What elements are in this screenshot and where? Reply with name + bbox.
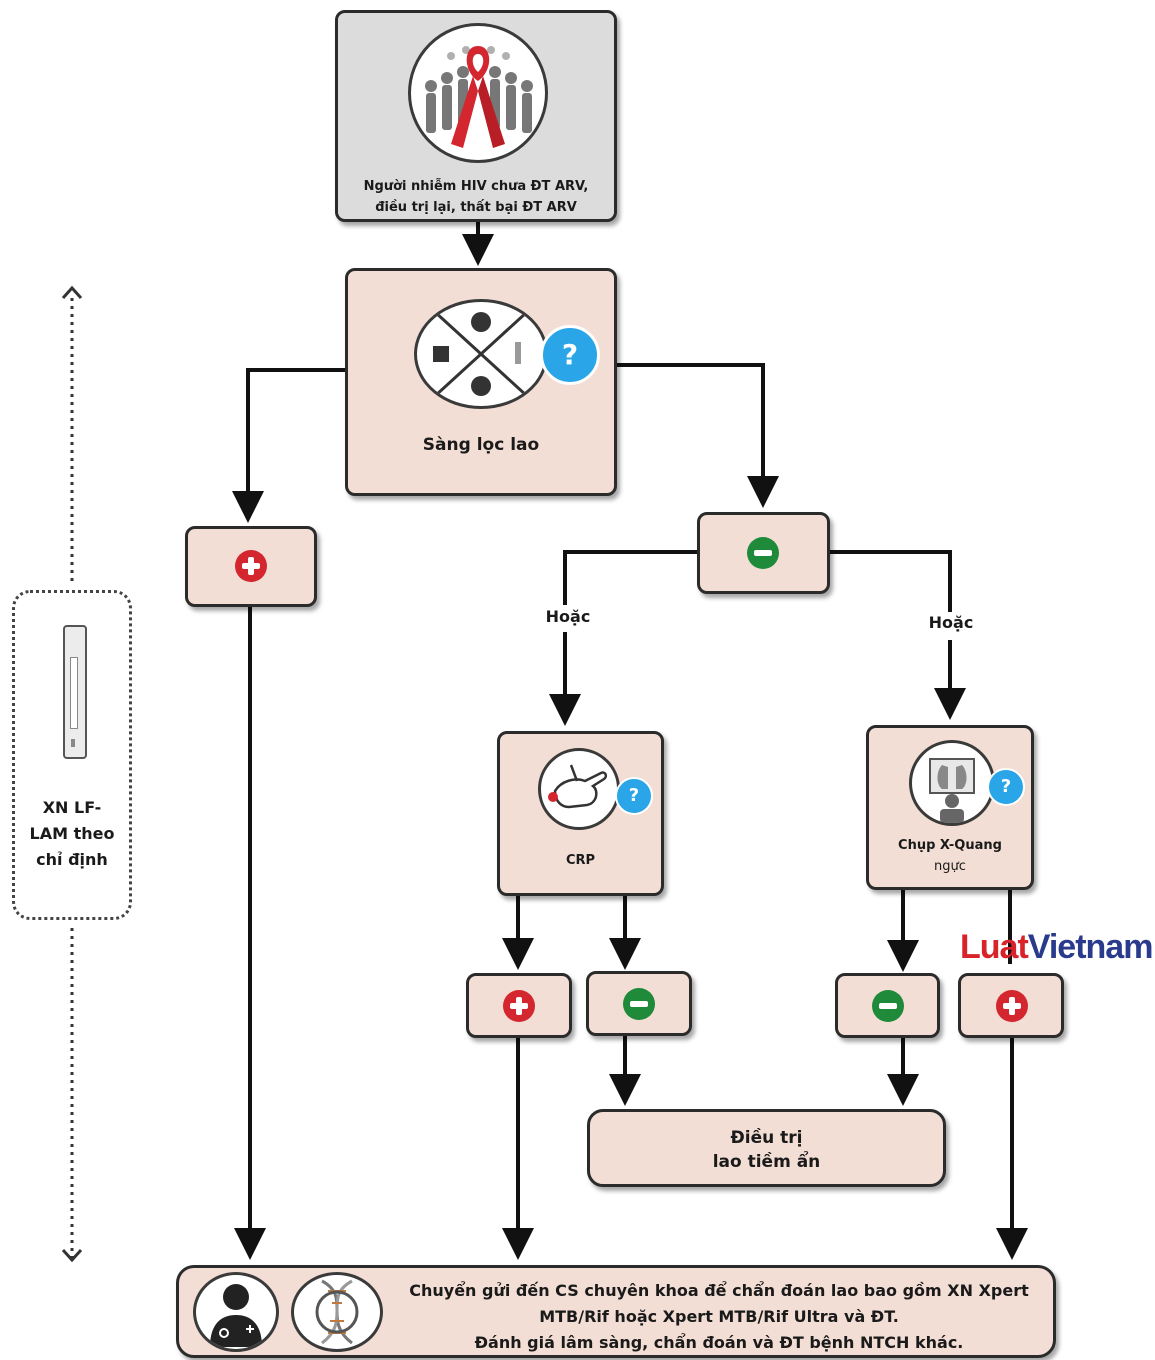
negative-icon [747,537,779,569]
crp-box: ? CRP [497,731,664,896]
referral-line2: MTB/Rif hoặc Xpert MTB/Rif Ultra và ĐT. [539,1307,899,1326]
screening-box: ? Sàng lọc lao [345,268,617,496]
crp-label: CRP [565,853,596,868]
positive-icon [996,990,1028,1022]
xray-positive-box [958,973,1064,1038]
xray-label-line2: ngực [934,859,966,874]
screening-label: Sàng lọc lao [422,435,540,455]
referral-line1: Chuyển gửi đến CS chuyên khoa để chẩn đo… [409,1281,1029,1300]
watermark-part1: Luat [960,928,1029,966]
lf-lam-test-strip-icon [63,625,87,759]
or-label-right: Hoặc [916,613,986,632]
watermark-part2: Vietnam [1027,928,1154,966]
lf-lam-line2: LAM theo [29,824,115,843]
lf-lam-line3: chỉ định [36,850,108,869]
start-box-line2: điều trị lại, thất bại ĐT ARV [375,200,577,215]
dna-icon [291,1272,383,1352]
xray-question-icon: ? [987,768,1025,806]
lf-lam-line1: XN LF- [42,798,102,817]
referral-box: Chuyển gửi đến CS chuyên khoa để chẩn đo… [176,1265,1056,1358]
screening-positive-box [185,526,317,607]
doctor-icon [193,1272,279,1352]
positive-icon [503,990,535,1022]
crp-positive-box [466,973,572,1038]
positive-icon [235,550,267,582]
latent-tb-line1: Điều trị [730,1128,803,1148]
crp-negative-box [586,971,692,1036]
screening-question-icon: ? [540,325,600,385]
negative-icon [623,988,655,1020]
lf-lam-box: XN LF- LAM theo chỉ định [12,590,132,920]
latent-tb-box: Điều trị lao tiềm ẩn [587,1109,946,1187]
crp-question-icon: ? [615,777,653,815]
screening-negative-box [697,512,830,594]
start-box-line1: Người nhiễm HIV chưa ĐT ARV, [363,179,589,194]
xray-negative-box [835,973,940,1038]
chest-xray-icon [909,740,995,826]
finger-prick-icon [538,748,620,830]
latent-tb-line2: lao tiềm ẩn [712,1152,821,1172]
start-box: Người nhiễm HIV chưa ĐT ARV, điều trị lạ… [335,10,617,222]
watermark-logo: LuatVietnam [960,928,1154,967]
or-label-left: Hoặc [533,607,603,626]
xray-box: ? Chụp X-Quang ngực [866,725,1034,890]
referral-line3: Đánh giá lâm sàng, chẩn đoán và ĐT bệnh … [474,1333,964,1352]
negative-icon [872,990,904,1022]
screening-symptoms-icon [414,299,548,409]
hiv-ribbon-crowd-icon [408,23,548,163]
xray-label-line1: Chụp X-Quang [898,838,1002,853]
